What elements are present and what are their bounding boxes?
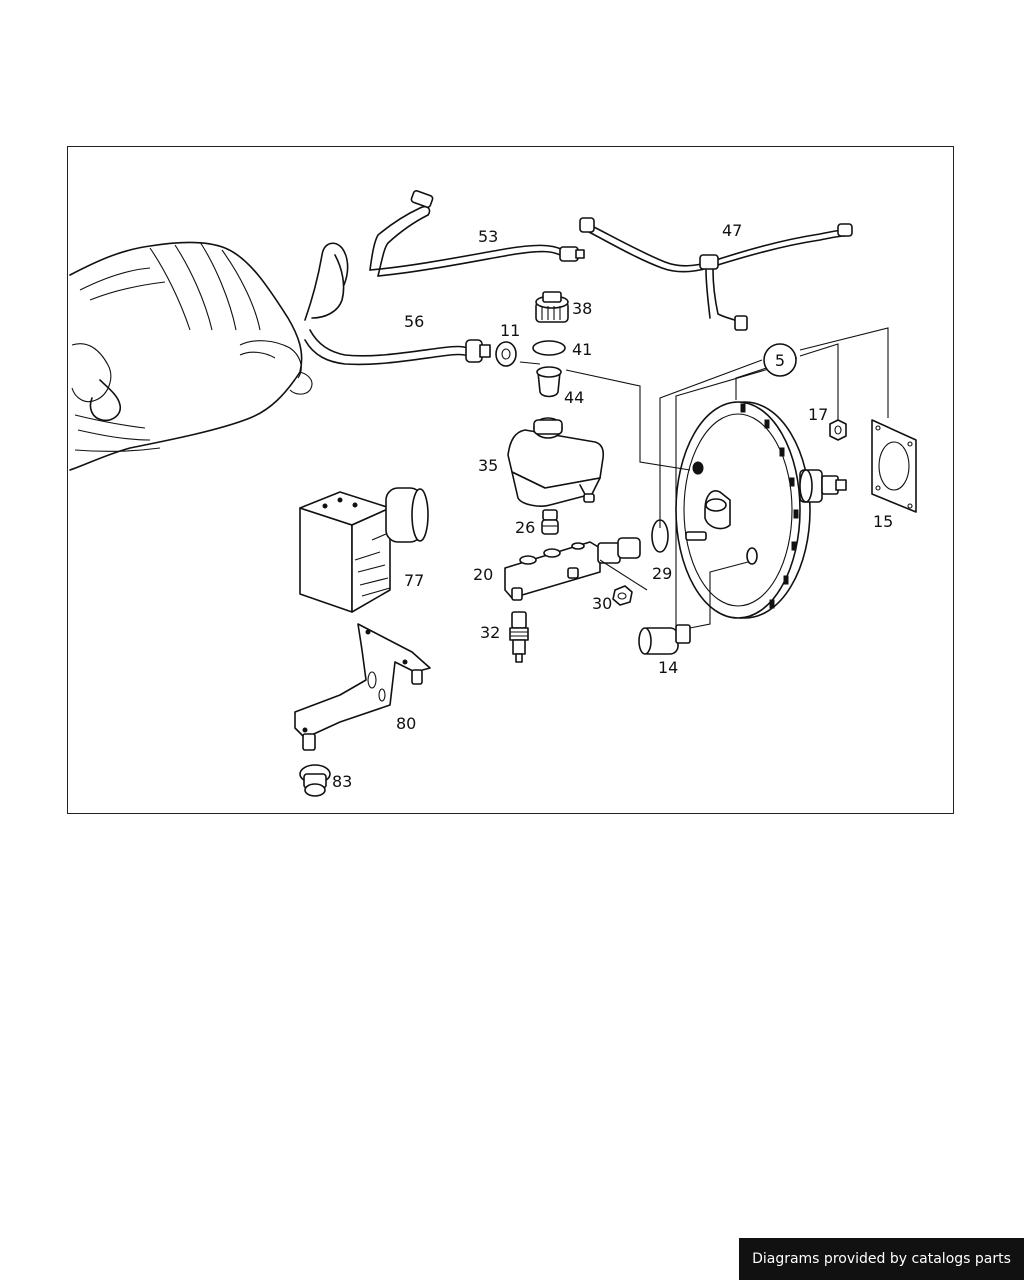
reservoir-cap-38 [535, 291, 569, 323]
part-label-44: 44 [564, 388, 584, 407]
part-label-80: 80 [396, 714, 416, 733]
nut-17 [829, 419, 847, 441]
grommet-11 [495, 341, 517, 367]
part-label-47: 47 [722, 221, 742, 240]
part-label-29: 29 [652, 564, 672, 583]
brake-line-47 [579, 217, 853, 331]
part-label-83: 83 [332, 772, 352, 791]
part-label-35: 35 [478, 456, 498, 475]
o-ring-41 [532, 340, 566, 356]
diagram-frame [67, 146, 954, 814]
brake-booster-5 [675, 401, 847, 619]
part-label-30: 30 [592, 594, 612, 613]
part-label-15: 15 [873, 512, 893, 531]
leader-lines [519, 327, 889, 629]
part-label-77: 77 [404, 571, 424, 590]
brake-fluid-reservoir-35 [507, 417, 605, 507]
engine-block [69, 241, 313, 471]
callout-circle-5 [763, 343, 797, 377]
part-label-53: 53 [478, 227, 498, 246]
abs-hydraulic-unit-77 [299, 487, 429, 613]
credit-text: Diagrams provided by catalogs parts [752, 1251, 1011, 1267]
brake-line-53 [304, 189, 585, 321]
part-label-11: 11 [500, 321, 520, 340]
seal-26 [541, 509, 559, 535]
nut-30 [612, 585, 633, 606]
gasket-15 [871, 419, 917, 513]
brake-line-56 [304, 329, 491, 366]
part-label-17: 17 [808, 405, 828, 424]
grommet-83 [299, 764, 331, 797]
part-label-32: 32 [480, 623, 500, 642]
part-label-20: 20 [473, 565, 493, 584]
part-label-14: 14 [658, 658, 678, 677]
strainer-44 [536, 366, 562, 398]
part-label-41: 41 [572, 340, 592, 359]
vacuum-valve-14 [638, 624, 691, 655]
master-cylinder-20 [504, 537, 648, 601]
part-label-5: 5 [775, 351, 785, 370]
part-label-26: 26 [515, 518, 535, 537]
sensor-32 [509, 611, 529, 663]
part-label-38: 38 [572, 299, 592, 318]
credit-banner: Diagrams provided by catalogs parts [739, 1238, 1024, 1280]
bracket-80 [294, 623, 431, 751]
part-label-56: 56 [404, 312, 424, 331]
